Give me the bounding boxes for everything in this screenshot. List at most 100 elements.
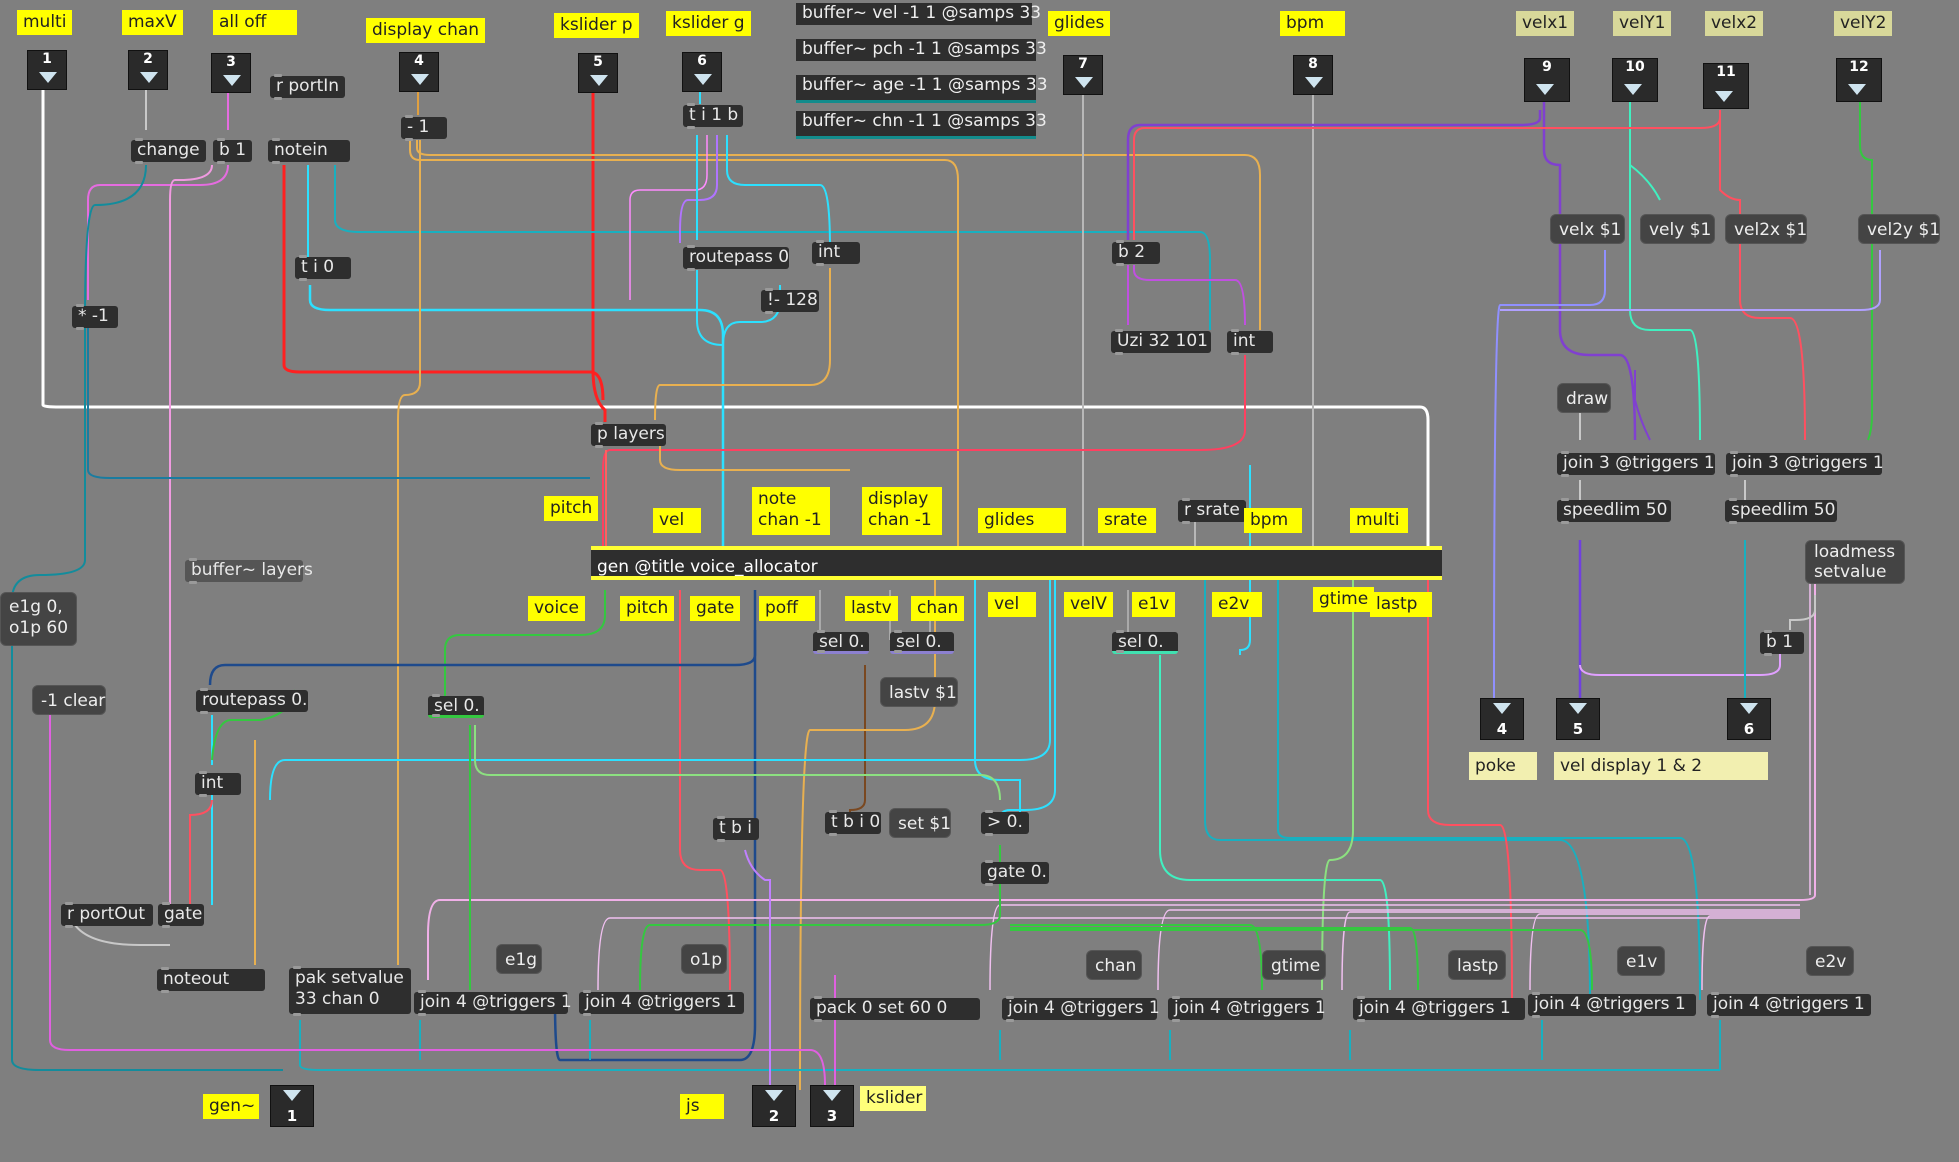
message-lastp[interactable]: lastp: [1448, 950, 1506, 980]
object-buffer-layers[interactable]: buffer~ layers: [185, 558, 313, 584]
object-change[interactable]: change: [131, 138, 206, 164]
object-join4-2[interactable]: join 4 @triggers 1: [579, 990, 744, 1016]
inlet-2[interactable]: 2: [128, 50, 168, 90]
object-int-right[interactable]: int: [1227, 329, 1273, 355]
object-sel-voice[interactable]: sel 0.: [428, 694, 484, 718]
inlet-number: 12: [1849, 59, 1869, 75]
object-join4-7[interactable]: join 4 @triggers 1: [1707, 992, 1871, 1018]
message-e1g[interactable]: e1g: [496, 944, 542, 974]
object-r-srate[interactable]: r srate: [1178, 498, 1246, 524]
message-vel2x[interactable]: vel2x $1: [1725, 214, 1807, 244]
object-int[interactable]: int: [812, 240, 860, 266]
object-speedlim-a[interactable]: speedlim 50: [1557, 498, 1671, 524]
object-sel-poff[interactable]: sel 0.: [813, 630, 869, 654]
comment-multi: multi: [17, 10, 73, 35]
object-times-neg1[interactable]: * -1: [72, 304, 118, 330]
comment-vel-out: vel: [988, 592, 1036, 617]
object-pack[interactable]: pack 0 set 60 0: [810, 996, 980, 1022]
object-r-portin[interactable]: r portIn: [270, 74, 346, 100]
outlet-number: 4: [1496, 720, 1508, 738]
object-t-b-i[interactable]: t b i: [713, 816, 759, 842]
outlet-5[interactable]: 5: [1556, 698, 1600, 740]
inlet-5[interactable]: 5: [578, 53, 618, 93]
object-gate[interactable]: gate: [158, 902, 204, 928]
message-loadmess-setvalue[interactable]: loadmess setvalue: [1805, 540, 1905, 584]
object-not-minus-128[interactable]: !- 128: [761, 288, 819, 314]
outlet-2[interactable]: 2: [752, 1085, 796, 1127]
inlet-number: 5: [593, 54, 603, 70]
inlet-1[interactable]: 1: [27, 50, 67, 90]
object-sel-lastv[interactable]: sel 0.: [890, 630, 954, 654]
object-int-mid[interactable]: int: [195, 771, 241, 797]
message-e1g-o1p[interactable]: e1g 0, o1p 60: [0, 592, 77, 646]
message-set[interactable]: set $1: [889, 808, 951, 838]
inlet-number: 10: [1625, 59, 1645, 75]
object-join4-6[interactable]: join 4 @triggers 1: [1528, 992, 1696, 1018]
buffer-vel[interactable]: buffer~ vel -1 1 @samps 33: [796, 3, 1041, 25]
object-b2[interactable]: b 2: [1112, 240, 1160, 266]
inlet-4[interactable]: 4: [399, 52, 439, 92]
outlet-3[interactable]: 3: [810, 1085, 854, 1127]
message-clear[interactable]: -1 clear: [32, 685, 106, 715]
message-gtime[interactable]: gtime: [1262, 950, 1326, 980]
object-t-i-0[interactable]: t i 0: [295, 255, 351, 281]
object-gate-0[interactable]: gate 0.: [981, 860, 1049, 886]
outlet-4[interactable]: 4: [1480, 698, 1524, 740]
buffer-chn[interactable]: buffer~ chn -1 1 @samps 33: [796, 111, 1047, 139]
message-o1p[interactable]: o1p: [681, 944, 727, 974]
object-gen-voice-allocator[interactable]: gen @title voice_allocator: [591, 546, 1442, 580]
message-chan[interactable]: chan: [1086, 950, 1142, 980]
outlet-1[interactable]: 1: [270, 1085, 314, 1127]
message-e1v[interactable]: e1v: [1617, 946, 1665, 976]
triangle-icon: [765, 1090, 783, 1101]
message-e2v[interactable]: e2v: [1806, 946, 1854, 976]
object-routepass-0[interactable]: routepass 0: [683, 245, 789, 271]
object-t-b-i-0[interactable]: t b i 0: [825, 810, 881, 836]
object-join4-5[interactable]: join 4 @triggers 1: [1353, 996, 1525, 1022]
buffer-pch[interactable]: buffer~ pch -1 1 @samps 33: [796, 39, 1047, 61]
object-speedlim-b[interactable]: speedlim 50: [1725, 498, 1837, 524]
comment-multi-2: multi: [1350, 508, 1408, 533]
object-notein[interactable]: notein: [268, 138, 350, 164]
inlet-12[interactable]: 12: [1836, 58, 1882, 102]
object-join3-b[interactable]: join 3 @triggers 1: [1726, 451, 1884, 477]
object-pak-setvalue[interactable]: pak setvalue 33 chan 0: [289, 966, 411, 1016]
inlet-9[interactable]: 9: [1524, 58, 1570, 102]
inlet-8[interactable]: 8: [1293, 55, 1333, 95]
triangle-icon: [1715, 91, 1733, 102]
inlet-10[interactable]: 10: [1612, 58, 1658, 102]
comment-velx1: velx1: [1516, 11, 1575, 36]
object-minus-1[interactable]: - 1: [401, 115, 447, 141]
object-uzi[interactable]: Uzi 32 101: [1111, 329, 1211, 355]
object-noteout[interactable]: noteout: [157, 967, 265, 993]
message-draw[interactable]: draw: [1557, 383, 1611, 413]
message-velx[interactable]: velx $1: [1550, 214, 1625, 244]
cord-kslider-p: [591, 90, 607, 422]
message-vely[interactable]: vely $1: [1640, 214, 1715, 244]
object-b1-right[interactable]: b 1: [1760, 630, 1804, 656]
triangle-icon: [223, 75, 241, 86]
inlet-11[interactable]: 11: [1703, 63, 1749, 109]
object-routepass-dot[interactable]: routepass 0.: [196, 688, 308, 714]
triangle-icon: [283, 1090, 301, 1101]
outlet-6[interactable]: 6: [1727, 698, 1771, 740]
buffer-age[interactable]: buffer~ age -1 1 @samps 33: [796, 75, 1048, 103]
object-b1[interactable]: b 1: [213, 138, 253, 164]
comment-maxv: maxV: [122, 10, 183, 35]
object-p-layers[interactable]: p layers: [591, 422, 666, 448]
object-sel-e1v[interactable]: sel 0.: [1112, 630, 1178, 654]
object-greater-0[interactable]: > 0.: [981, 810, 1029, 836]
object-join4-1[interactable]: join 4 @triggers 1: [414, 990, 572, 1016]
object-join4-3[interactable]: join 4 @triggers 1: [1002, 996, 1160, 1022]
object-join4-4[interactable]: join 4 @triggers 1: [1168, 996, 1326, 1022]
object-t-i-1-b[interactable]: t i 1 b: [683, 103, 743, 129]
message-vel2y[interactable]: vel2y $1: [1858, 214, 1940, 244]
object-join3-a[interactable]: join 3 @triggers 1: [1557, 451, 1715, 477]
inlet-7[interactable]: 7: [1063, 55, 1103, 95]
message-lastv[interactable]: lastv $1: [880, 677, 958, 707]
object-r-portout[interactable]: r portOut: [61, 902, 153, 928]
inlet-3[interactable]: 3: [211, 53, 251, 93]
comment-poke: poke: [1469, 752, 1537, 780]
inlet-6[interactable]: 6: [682, 52, 722, 92]
